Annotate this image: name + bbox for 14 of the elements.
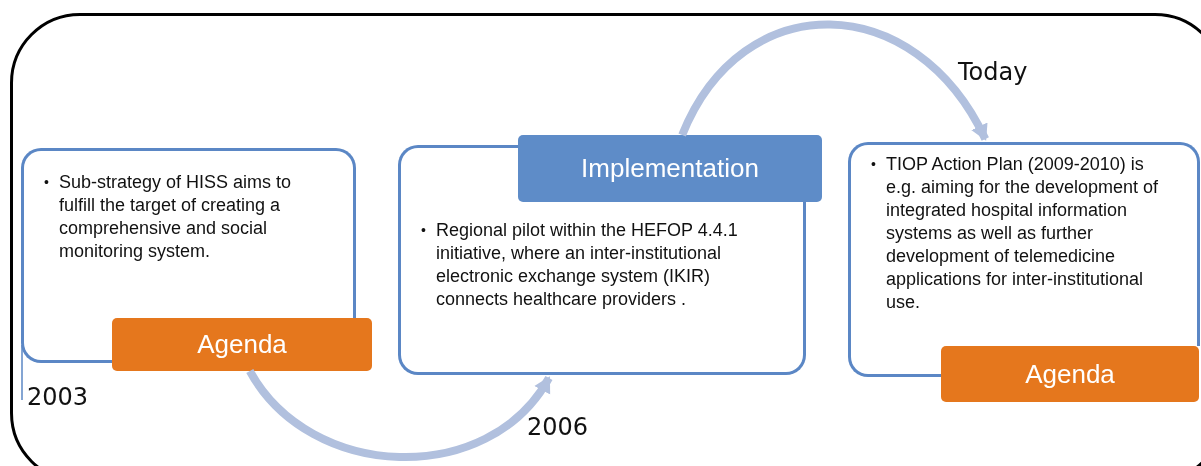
date-label: 2003	[27, 383, 89, 411]
bullet-text: Regional pilot within the HEFOP 4.4.1 initiative, where an inter-institutional electronic exchange system (IKIR) connects healthcare providers .	[435, 219, 739, 311]
bullet: •	[44, 173, 49, 192]
curved-arrow	[678, 20, 989, 141]
date-label: Today	[958, 58, 1028, 86]
bullet: •	[871, 155, 876, 174]
date-label: 2006	[527, 413, 589, 441]
tab-label: Agenda	[941, 346, 1199, 402]
bullet-text: TIOP Action Plan (2009-2010) is e.g. aiming for the development of integrated hospital information systems as well as further development of telemedicine applications for inter-institutional use.	[885, 153, 1160, 314]
bullet-text: Sub-strategy of HISS aims to fulfill the target of creating a comprehensive and social monitoring system.	[58, 171, 292, 263]
bullet: •	[421, 221, 426, 240]
curved-arrow	[246, 368, 553, 461]
tab-label: Implementation	[518, 135, 822, 202]
tab-label: Agenda	[112, 318, 372, 371]
